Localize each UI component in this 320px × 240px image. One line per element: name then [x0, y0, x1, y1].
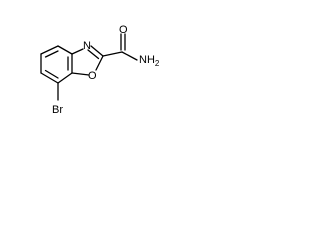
- atom-carbonyl-o-label: O: [119, 24, 128, 36]
- bond-c7-c7a: [57, 72, 73, 84]
- atom-amide-n-label: NH2: [139, 54, 160, 68]
- bond-n3-c2: [90, 45, 104, 57]
- bond-c2-carbonyl: [102, 51, 123, 57]
- bond-o1-c7a: [71, 72, 90, 76]
- atom-br-label: Br: [52, 104, 63, 116]
- bond-c3a-c4: [57, 45, 73, 55]
- bond-c6-c7: [40, 72, 59, 84]
- amide-n-subscript: 2: [155, 59, 160, 68]
- bond-n3-c2-double: [87, 49, 100, 60]
- bond-c2-o1: [95, 55, 104, 71]
- bond-carbonyl-n: [121, 51, 138, 61]
- molecule-structure: N O O NH2 Br: [40, 24, 160, 116]
- bond-c4-c5-inner: [44, 50, 59, 58]
- bond-c4-c5: [40, 45, 59, 55]
- atom-n3-label: N: [83, 40, 91, 52]
- bond-c6-c7-inner: [44, 69, 59, 79]
- amide-n-text: NH: [139, 54, 155, 66]
- bond-c3a-n3: [71, 48, 84, 55]
- atom-o1-label: O: [88, 70, 97, 82]
